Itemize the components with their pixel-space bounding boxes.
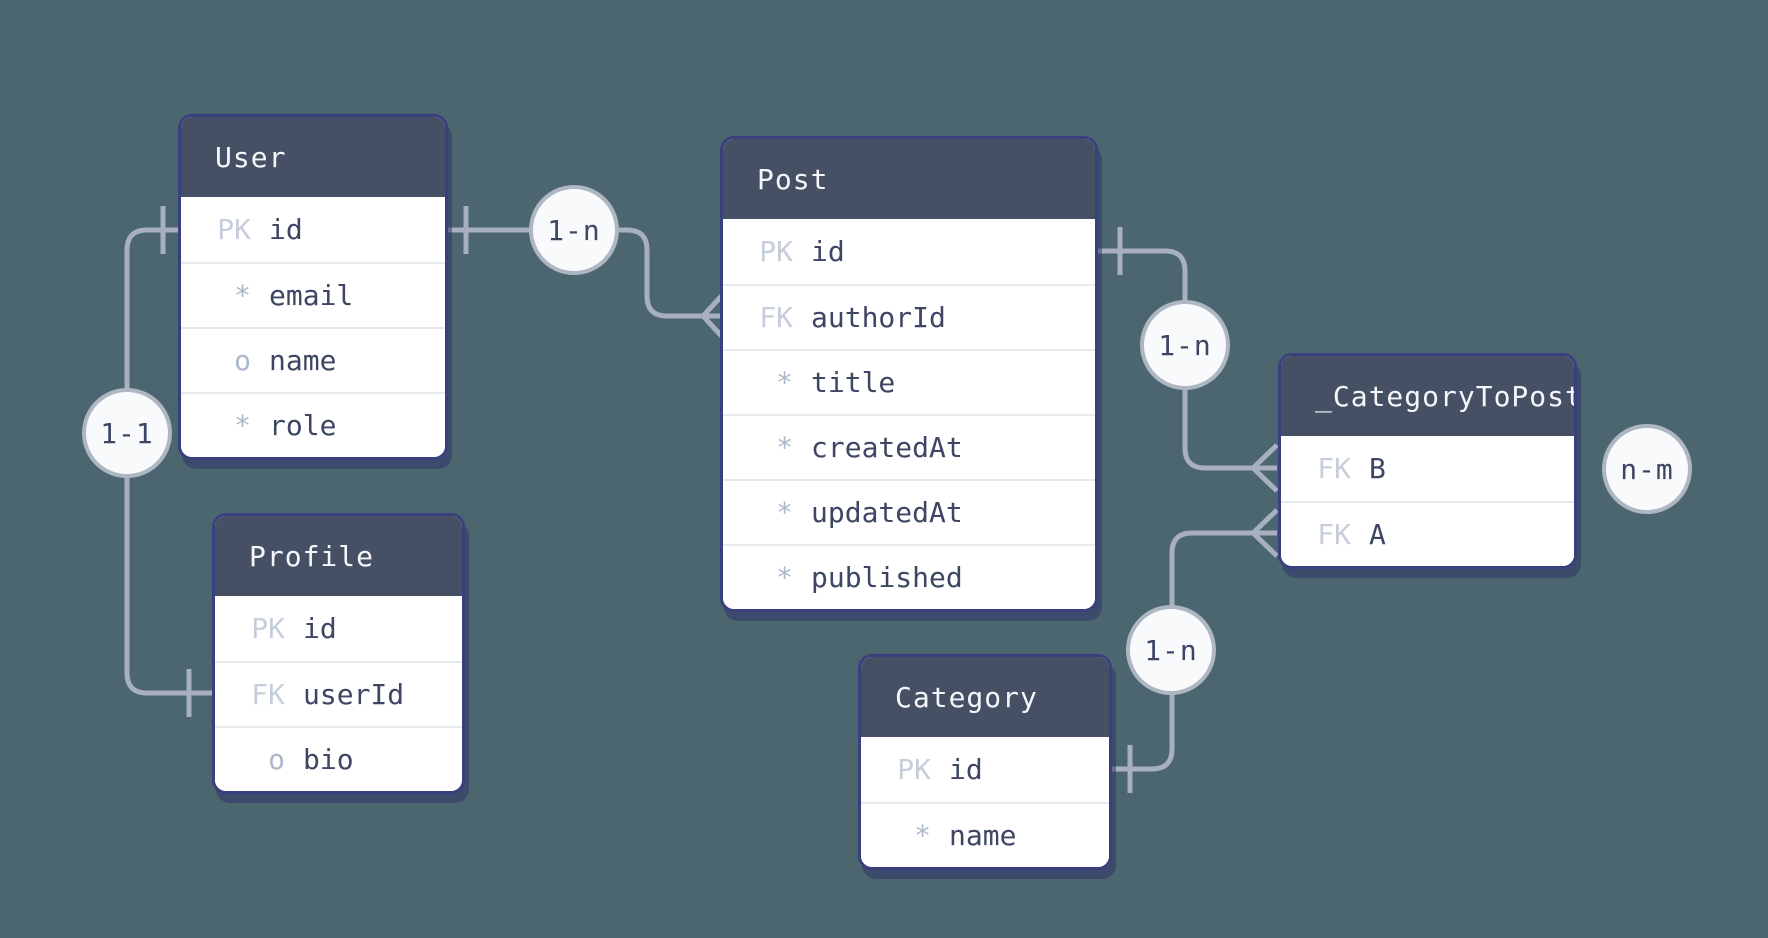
field-name: bio [303,743,354,776]
required-marker: * [234,409,251,442]
table-header: _CategoryToPost [1281,356,1574,436]
crow-foot-icon [1251,508,1279,558]
required-marker: * [234,279,251,312]
entity-table-post[interactable]: Post PK id FK authorId * title * created… [720,136,1098,612]
cardinality-badge-many-to-many: n-m [1602,424,1692,514]
cardinality-label: 1-n [547,213,601,247]
entity-table-categorytopost[interactable]: _CategoryToPost FK B FK A [1278,353,1577,569]
required-marker: * [776,431,793,464]
cardinality-label: 1-1 [100,416,154,450]
field-row-updatedat: * updatedAt [723,479,1095,544]
cardinality-badge-category-categorytopost: 1-n [1126,605,1216,695]
field-row-userid: FK userId [215,661,462,726]
table-title: Category [895,680,1038,714]
field-row-id: PK id [861,737,1109,802]
field-name: name [949,819,1017,852]
field-row-role: * role [181,392,445,457]
entity-table-category[interactable]: Category PK id * name [858,654,1112,870]
optional-marker: o [268,743,285,776]
table-header: Post [723,139,1095,219]
entity-table-user[interactable]: User PK id * email o name * role [178,114,448,460]
primary-key-label: PK [897,753,931,786]
table-title: Post [757,162,829,196]
cardinality-badge-user-profile: 1-1 [82,388,172,478]
required-marker: * [776,496,793,529]
primary-key-label: PK [251,612,285,645]
foreign-key-label: FK [759,301,793,334]
field-row-bio: o bio [215,726,462,791]
field-name: title [811,366,896,399]
optional-marker: o [234,344,251,377]
field-row-title: * title [723,349,1095,414]
field-name: A [1369,518,1386,551]
field-row-name: o name [181,327,445,392]
field-name: email [269,279,354,312]
table-title: User [215,140,287,174]
field-name: id [269,213,303,246]
field-row-id: PK id [723,219,1095,284]
crow-foot-icon [1251,443,1279,493]
field-name: id [811,235,845,268]
cardinality-label: n-m [1620,452,1674,486]
field-row-id: PK id [215,596,462,661]
table-title: _CategoryToPost [1315,379,1577,413]
field-name: B [1369,452,1386,485]
field-name: role [269,409,337,442]
table-header: User [181,117,445,197]
field-name: updatedAt [811,496,963,529]
required-marker: * [776,366,793,399]
field-name: published [811,561,963,594]
field-row-a: FK A [1281,501,1574,566]
cardinality-label: 1-n [1158,328,1212,362]
table-header: Profile [215,516,462,596]
field-name: id [949,753,983,786]
required-marker: * [776,561,793,594]
foreign-key-label: FK [251,678,285,711]
field-name: authorId [811,301,946,334]
required-marker: * [914,819,931,852]
field-name: id [303,612,337,645]
field-row-authorid: FK authorId [723,284,1095,349]
primary-key-label: PK [217,213,251,246]
table-header: Category [861,657,1109,737]
foreign-key-label: FK [1317,518,1351,551]
table-title: Profile [249,539,375,573]
cardinality-badge-post-categorytopost: 1-n [1140,300,1230,390]
field-row-name: * name [861,802,1109,867]
field-row-published: * published [723,544,1095,609]
field-name: createdAt [811,431,963,464]
field-row-b: FK B [1281,436,1574,501]
field-row-email: * email [181,262,445,327]
field-row-id: PK id [181,197,445,262]
field-name: name [269,344,337,377]
field-row-createdat: * createdAt [723,414,1095,479]
field-name: userId [303,678,405,711]
cardinality-label: 1-n [1144,633,1198,667]
entity-table-profile[interactable]: Profile PK id FK userId o bio [212,513,465,794]
primary-key-label: PK [759,235,793,268]
cardinality-badge-user-post: 1-n [529,185,619,275]
foreign-key-label: FK [1317,452,1351,485]
